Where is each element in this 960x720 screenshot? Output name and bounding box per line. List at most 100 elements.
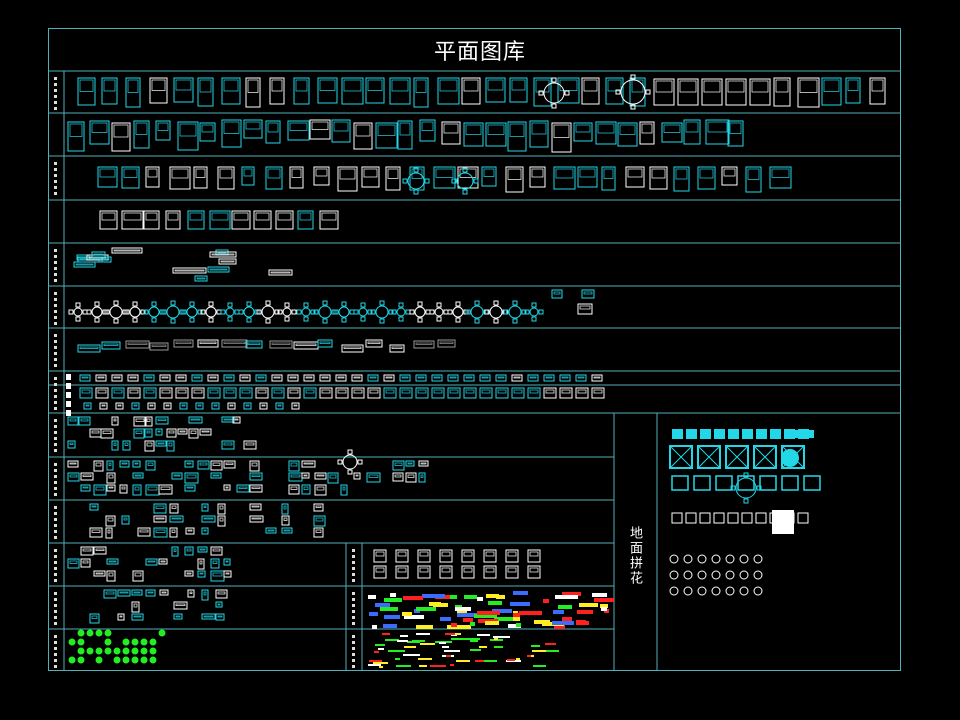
annotation-symbol-icon [516,623,521,627]
cabinet-block-icon [145,166,160,188]
annotation-symbol-icon [439,642,446,644]
bed-block-icon [111,122,131,152]
annotation-symbol-icon [576,620,586,624]
drawing-frame [48,28,901,671]
row-label-glyph [54,431,57,434]
tile-pattern-icon [739,570,749,580]
annotation-symbol-icon [508,624,521,628]
cabinet-block-icon [481,166,497,187]
sanitary-block-icon [575,387,589,399]
office-block-icon [223,460,236,469]
dining-set-icon [220,302,240,322]
desk-block-icon [249,515,264,523]
appliance-block-icon [73,261,96,268]
bed-block-icon [573,122,593,142]
plant-icon [104,629,112,637]
sanitary-block-icon [95,387,109,399]
desk-block-icon [217,503,226,515]
office-block-icon [155,416,169,425]
office-block-icon [249,472,263,481]
bed-block-icon [617,122,638,147]
sanitary-block-icon [367,387,381,399]
sofa-block-icon [821,77,842,106]
kitchen-block-icon [413,340,435,349]
cabinet-block-icon [241,166,255,186]
tile-pattern-icon [737,475,755,491]
row-label-glyph [352,659,355,662]
office-block-icon [93,484,107,496]
bed-block-icon [133,120,150,149]
row-label-glyph [54,469,57,472]
sofa-block-icon [653,78,675,106]
annotation-symbol-icon [404,615,424,619]
annotation-symbol-icon [450,633,461,635]
plant-icon [95,656,103,664]
row-label-glyph [54,512,57,515]
sofa-block-icon [677,78,699,106]
annotation-symbol-icon [368,664,381,666]
office-block-icon [340,484,348,496]
bed-block-icon [199,122,216,142]
annotation-symbol-icon [444,650,460,652]
sofa-block-icon [509,77,528,103]
annotation-symbol-icon [519,611,542,615]
plant-icon [113,656,121,664]
kitchen-block-icon [389,344,405,353]
tile-pattern-icon [714,429,725,439]
bed-block-icon [397,120,413,150]
office-block-icon [188,428,199,439]
row-label-glyph [54,377,57,380]
annotation-symbol-icon [383,624,397,628]
dining-set-icon [161,300,185,324]
sanitary-block-icon [111,387,125,399]
sanitary-block-icon [79,374,91,382]
tile-pattern-icon [725,554,735,564]
door-swing-icon [505,549,519,563]
side-panel-label: 地面拼花 [627,526,642,586]
tile-pattern-icon [781,449,799,467]
office-block-icon [122,440,131,451]
tile-pattern-icon [803,475,821,491]
bed-block-icon [507,121,527,152]
sofa-block-icon [293,77,310,105]
annotation-symbol-icon [533,665,546,667]
tile-pattern-icon [756,429,767,439]
tile-pattern-icon [711,554,721,564]
plant-icon [113,647,121,655]
office-block-icon [171,472,183,480]
tile-pattern-icon [683,554,693,564]
desk-block-icon [313,527,324,538]
equipment-block-icon [171,546,179,557]
row-label-glyph [54,255,57,258]
office-block-icon [144,428,153,438]
tile-pattern-icon [713,512,725,524]
annotation-symbol-icon [493,636,510,638]
equipment-block-icon [184,570,194,577]
row-label-glyph [54,437,57,440]
wardrobe-block-icon [143,210,160,230]
tile-pattern-icon [753,570,763,580]
row-label-glyph [54,561,57,564]
kitchen-block-icon [293,341,319,350]
kitchen-block-icon [365,339,383,348]
sanitary-block-icon [191,387,205,399]
row-label-glyph [54,174,57,177]
annotation-symbol-icon [513,613,520,617]
annotation-symbol-icon [600,604,608,608]
cabinet-block-icon [625,166,645,188]
sofa-block-icon [221,77,241,105]
sanitary-block-icon [559,374,571,382]
annotation-symbol-icon [385,639,399,641]
desk-block-icon [105,515,116,527]
tile-pattern-icon [770,429,781,439]
dining-set-icon [524,302,544,322]
sanitary-block-icon [99,402,108,410]
row-label-glyph [54,592,57,595]
equipment-block-icon [197,558,205,570]
row-label-glyph [54,641,57,644]
office-block-icon [80,472,94,481]
tile-pattern-icon [669,445,693,469]
row-label-glyph [54,267,57,270]
row-label-glyph [54,549,57,552]
